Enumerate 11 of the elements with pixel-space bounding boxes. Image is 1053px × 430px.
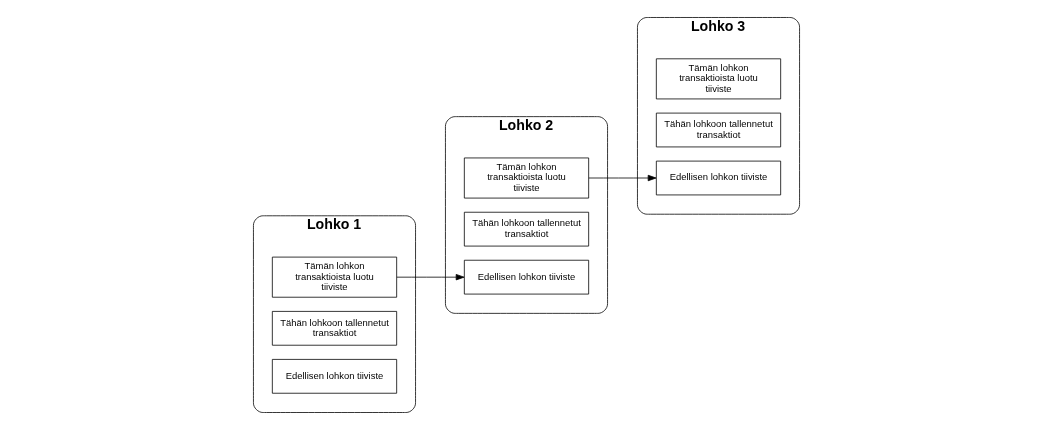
node-box: Tämän lohkon transaktioista luotu tiiviste — [271, 256, 398, 298]
node-box: Tähän lohkoon tallennetut transaktiot — [655, 112, 782, 148]
node-box: Tämän lohkon transaktioista luotu tiiviste — [463, 157, 590, 199]
node-box: Tähän lohkoon tallennetut transaktiot — [271, 311, 398, 346]
node-box: Edellisen lohkon tiiviste — [271, 359, 398, 394]
node-box: Edellisen lohkon tiiviste — [655, 160, 782, 196]
node-box: Tämän lohkon transaktioista luotu tiiviste — [655, 58, 782, 100]
arrow — [588, 174, 657, 182]
node-box: Tähän lohkoon tallennetut transaktiot — [463, 211, 590, 247]
node-box: Edellisen lohkon tiiviste — [463, 259, 590, 295]
arrow — [396, 274, 465, 281]
